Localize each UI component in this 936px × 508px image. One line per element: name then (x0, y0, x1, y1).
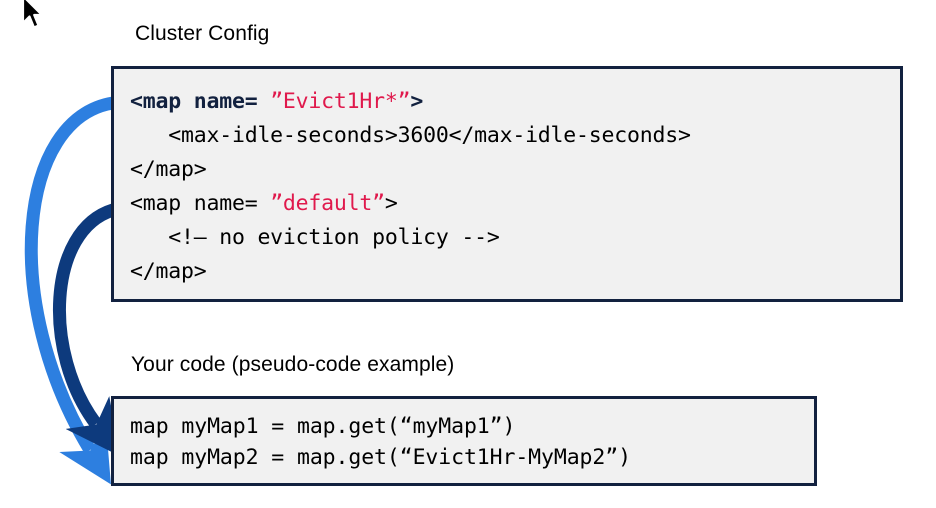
token-map-open-tag: <map name= (130, 89, 271, 114)
user-code-box: map myMap1 = map.get(“myMap1”) map myMap… (111, 396, 817, 486)
code-line-map-evict-open: <map name= ”Evict1Hr*”> (130, 85, 900, 119)
code-line-max-idle-seconds: <max-idle-seconds>3600</max-idle-seconds… (130, 119, 900, 153)
token-default-string: ”default” (270, 191, 385, 216)
token-no-eviction-policy-comment: <!– no eviction policy --> (130, 225, 500, 250)
arrow-default-rule-to-mymap1 (53, 203, 121, 457)
code-line-map-evict-close: </map> (130, 153, 900, 187)
token-map-default-close-tag: </map> (130, 259, 207, 284)
token-map-open-tag-close: > (410, 89, 424, 114)
arrow-evict-rule-to-mymap2 (24, 96, 115, 485)
cluster-config-label: Cluster Config (135, 22, 270, 45)
token-mymap1-statement: map myMap1 = map.get(“myMap1”) (130, 414, 516, 439)
token-max-idle-seconds: <max-idle-seconds>3600</max-idle-seconds… (130, 123, 691, 148)
code-line-mymap1: map myMap1 = map.get(“myMap1”) (130, 411, 814, 442)
your-code-label: Your code (pseudo-code example) (131, 353, 455, 376)
code-line-map-default-close: </map> (130, 255, 900, 289)
code-line-map-default-open: <map name= ”default”> (130, 187, 900, 221)
token-evict1hr-string: ”Evict1Hr*” (270, 89, 411, 114)
cluster-config-code-box: <map name= ”Evict1Hr*”> <max-idle-second… (111, 66, 903, 302)
token-map-close-tag: </map> (130, 157, 207, 182)
token-map-default-open-tag-close: > (384, 191, 398, 216)
code-line-no-eviction-comment: <!– no eviction policy --> (130, 221, 900, 255)
code-line-mymap2: map myMap2 = map.get(“Evict1Hr-MyMap2”) (130, 442, 814, 473)
token-map-default-open-tag: <map name= (130, 191, 271, 216)
mouse-pointer-icon (21, 0, 44, 29)
token-mymap2-statement: map myMap2 = map.get(“Evict1Hr-MyMap2”) (130, 445, 631, 470)
